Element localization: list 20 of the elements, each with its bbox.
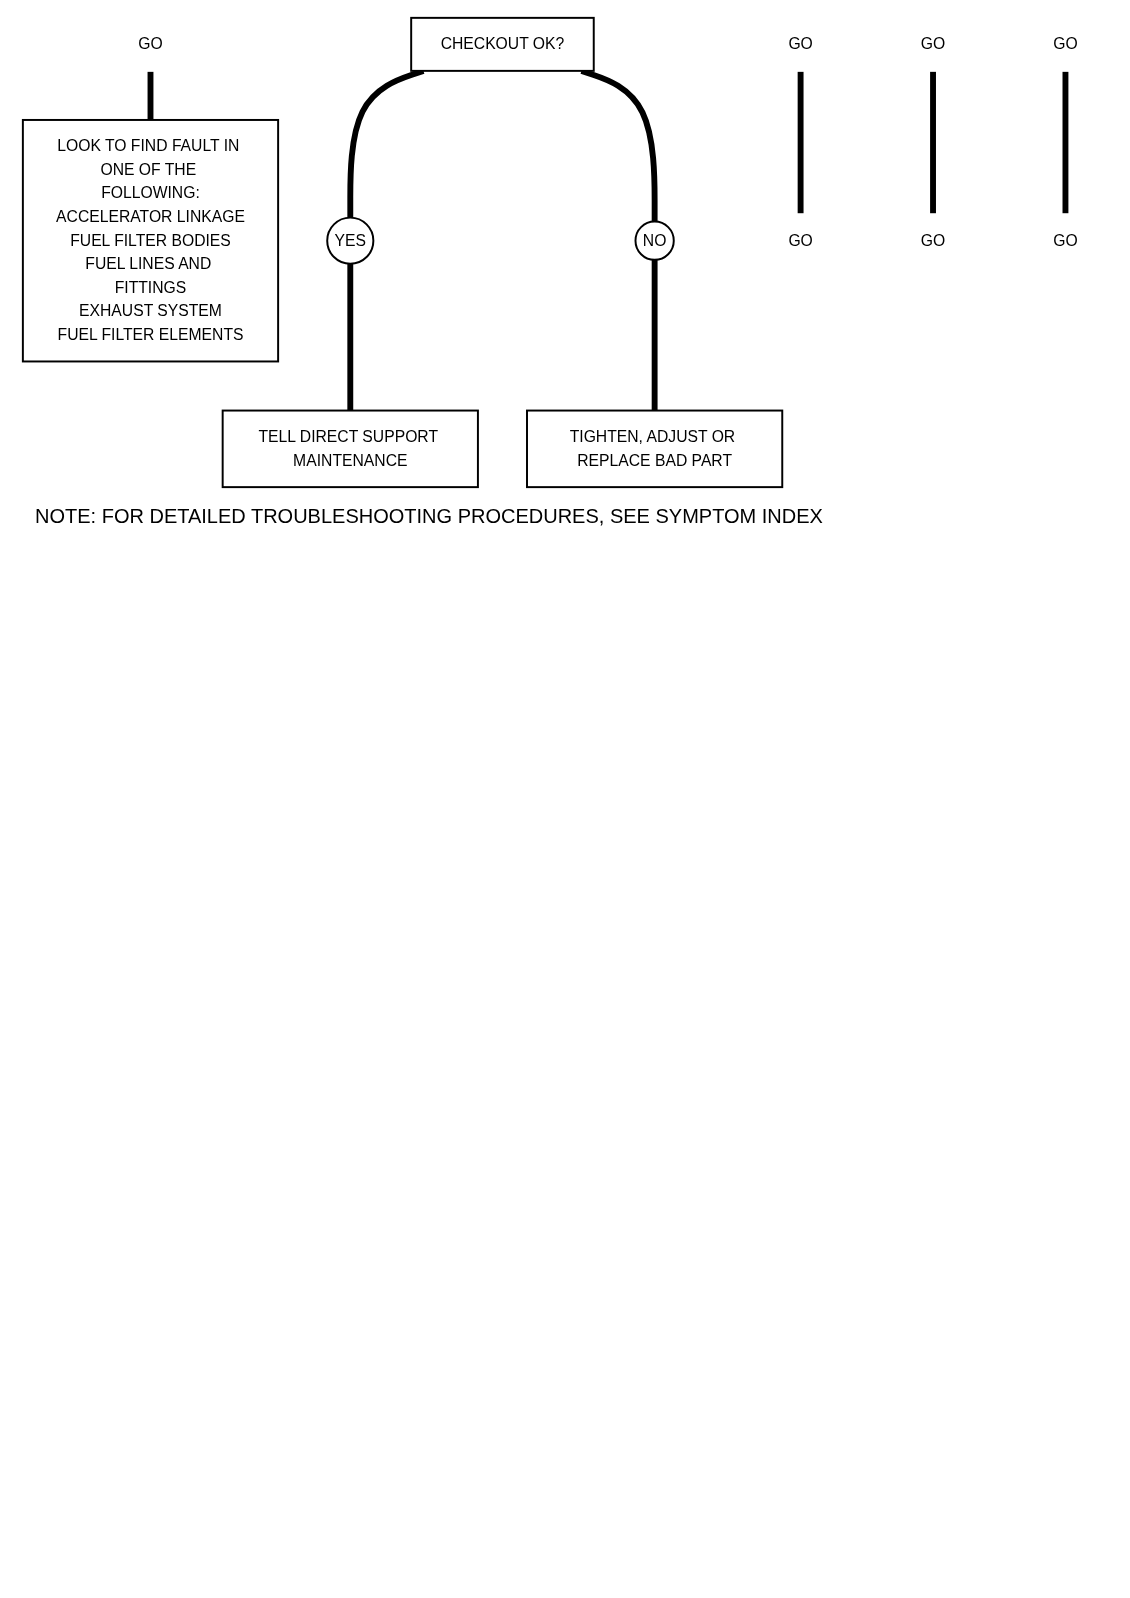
node-box: CHECKOUT OK? [410, 16, 595, 72]
connector [797, 70, 804, 215]
node-text: GO [920, 231, 946, 249]
connector [930, 70, 936, 215]
node-text: GO [920, 35, 946, 53]
node-box: TIGHTEN, ADJUST OR REPLACE BAD PART [526, 409, 784, 489]
connector [347, 263, 354, 411]
node-text: GO [1053, 35, 1078, 53]
node-text: GO [788, 231, 813, 249]
node-text: GO [788, 35, 813, 53]
node-circle: YES [326, 216, 375, 265]
node-text: GO [1053, 231, 1078, 249]
note-text: NOTE: FOR DETAILED TROUBLESHOOTING PROCEDURES, SEE SYMPTOM INDEX [35, 505, 824, 528]
connector [1062, 70, 1069, 215]
connector [147, 70, 154, 120]
node-box: TELL DIRECT SUPPORT MAINTENANCE [221, 409, 479, 489]
node-text: GO [138, 35, 163, 53]
node-circle: NO [634, 220, 675, 261]
connector [651, 259, 658, 411]
node-box: LOOK TO FIND FAULT IN ONE OF THE FOLLOWING: ACCELERATOR LINKAGE FUEL FILTER BODIES FUEL LINES AND FITTINGS EXHAUST SYSTEM FUEL FILTER ELEMENTS [21, 118, 280, 363]
